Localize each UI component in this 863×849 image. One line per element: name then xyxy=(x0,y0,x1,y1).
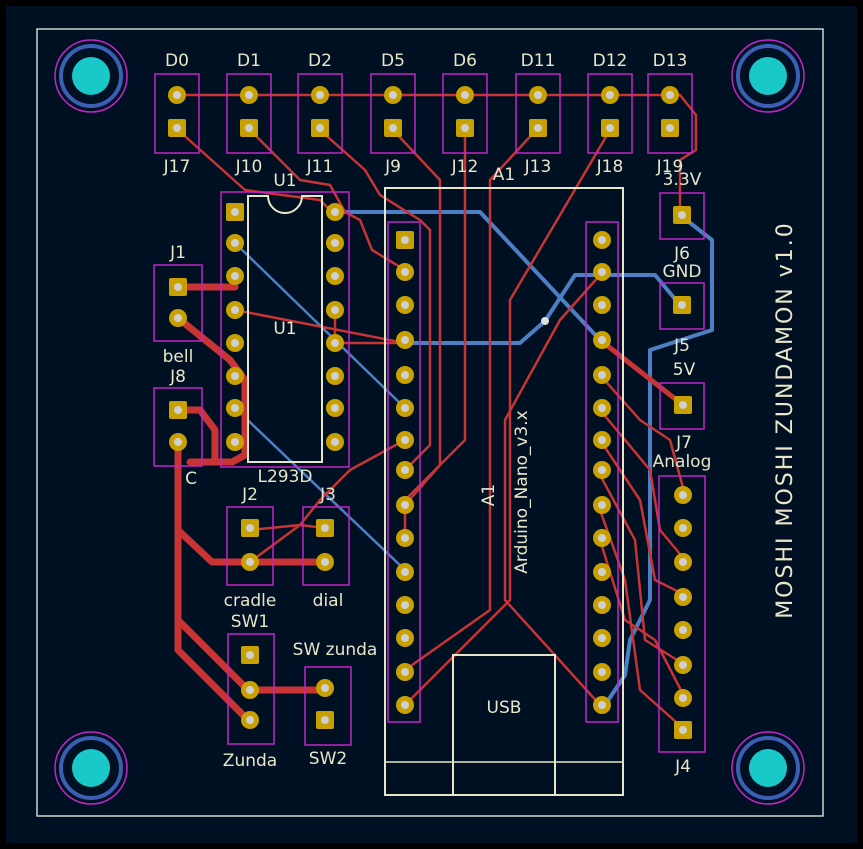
label-j1: J1 xyxy=(169,243,186,263)
header-j8 xyxy=(153,387,203,467)
label-zunda: Zunda xyxy=(223,751,277,771)
label-j11: J11 xyxy=(306,157,334,177)
label-dial: dial xyxy=(313,591,344,611)
board-substrate xyxy=(6,6,857,843)
label-cradle: cradle xyxy=(224,591,277,611)
label-d11: D11 xyxy=(521,51,556,71)
label-sw2: SW2 xyxy=(309,749,347,769)
label-j12: J12 xyxy=(451,157,479,177)
header-j5-gnd xyxy=(659,282,705,330)
label-3v3: 3.3V xyxy=(663,170,702,190)
header-j4-analog xyxy=(658,475,706,753)
mounting-hole-bottom-right xyxy=(731,731,805,805)
mounting-hole-bottom-left xyxy=(54,731,128,805)
switch-sw2 xyxy=(304,666,352,746)
label-arduino-nano: Arduino_Nano_v3.x xyxy=(512,410,532,573)
usb-connector-outline xyxy=(452,654,556,796)
label-usb: USB xyxy=(487,698,522,718)
label-j2: J2 xyxy=(241,485,258,505)
label-j3: J3 xyxy=(319,485,336,505)
label-d1: D1 xyxy=(237,51,261,71)
header-j12 xyxy=(442,73,488,154)
label-j7: J7 xyxy=(675,433,692,453)
silkscreen-labels: D0 D1 D2 D5 D6 D11 D12 D13 J17 J10 J11 J… xyxy=(163,51,798,777)
label-d13: D13 xyxy=(653,51,688,71)
via xyxy=(541,317,549,325)
switch-sw1-zunda xyxy=(227,633,275,745)
label-c: C xyxy=(185,469,197,489)
label-u1-top: U1 xyxy=(273,171,296,191)
label-d6: D6 xyxy=(453,51,477,71)
label-j10: J10 xyxy=(235,157,263,177)
label-j17: J17 xyxy=(163,157,191,177)
header-j9 xyxy=(370,73,416,154)
label-j8: J8 xyxy=(169,367,186,387)
label-bell: bell xyxy=(163,347,194,367)
module-a1-arduino-nano xyxy=(384,187,624,796)
board-edge-cuts xyxy=(36,28,824,817)
label-d12: D12 xyxy=(593,51,628,71)
label-j5: J5 xyxy=(673,336,690,356)
header-j3-dial xyxy=(302,506,350,586)
label-j9: J9 xyxy=(384,157,401,177)
label-j4: J4 xyxy=(674,757,691,777)
header-j7-5v xyxy=(659,382,705,430)
label-j18: J18 xyxy=(596,157,624,177)
mounting-hole-top-right xyxy=(731,39,805,113)
header-j2-cradle xyxy=(226,506,274,586)
label-a1-mid: A1 xyxy=(479,484,499,506)
header-j11 xyxy=(297,73,343,154)
header-j10 xyxy=(226,73,272,154)
label-l293d: L293D xyxy=(257,467,312,487)
label-a1-top: A1 xyxy=(493,165,515,185)
header-j19 xyxy=(647,73,693,154)
label-sw1: SW1 xyxy=(231,612,269,632)
label-sw-zunda: SW zunda xyxy=(293,640,378,660)
ic-u1-l293d xyxy=(220,191,350,468)
label-d5: D5 xyxy=(381,51,405,71)
header-j13 xyxy=(515,73,561,154)
label-j13: J13 xyxy=(524,157,552,177)
header-j1-bell xyxy=(153,264,203,342)
label-d2: D2 xyxy=(308,51,332,71)
header-j6-3v3 xyxy=(659,192,705,240)
label-u1-mid: U1 xyxy=(273,319,296,339)
label-j6: J6 xyxy=(673,244,690,264)
label-gnd: GND xyxy=(663,262,702,282)
mounting-hole-top-left xyxy=(54,39,128,113)
label-j19: J19 xyxy=(656,157,684,177)
board-title: MOSHI MOSHI ZUNDAMON v1.0 xyxy=(773,221,798,619)
header-j17 xyxy=(154,73,200,154)
label-analog: Analog xyxy=(653,452,712,472)
header-j18 xyxy=(587,73,633,154)
label-d0: D0 xyxy=(165,51,189,71)
label-5v: 5V xyxy=(673,360,696,380)
